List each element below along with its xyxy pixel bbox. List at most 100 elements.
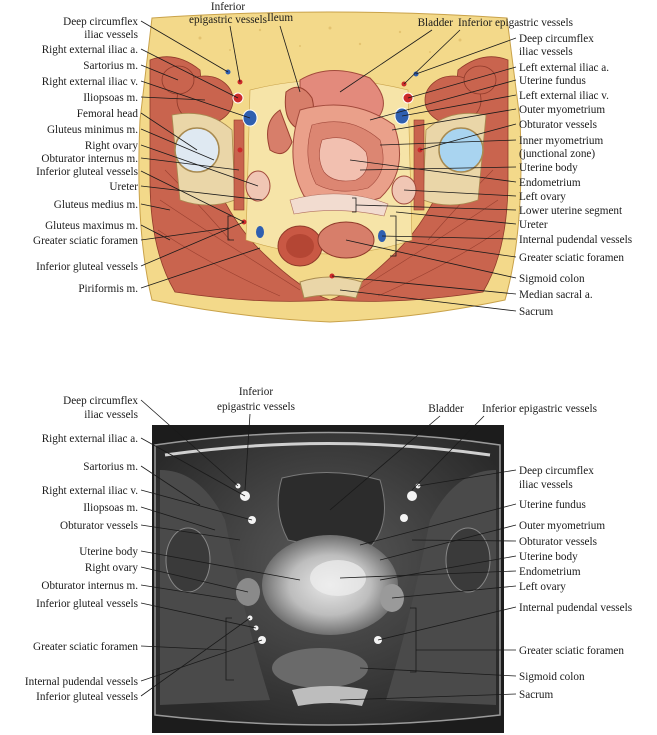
bottom-left-leader	[140, 645, 227, 651]
bottom-right-leader	[417, 469, 517, 487]
bottom-right-label: Left ovary	[519, 581, 566, 593]
top-left-leader	[140, 203, 171, 211]
right-obturator-internus	[233, 119, 245, 211]
top-leader-epigastric-right	[403, 29, 461, 85]
top-left-leader	[140, 224, 171, 241]
bottom-label-inferior-epigastric-right: Inferior epigastric vessels	[482, 403, 597, 415]
bottom-right-label: Outer myometrium	[519, 520, 605, 532]
top-left-leader	[140, 247, 261, 289]
bottom-right-leader	[359, 667, 517, 677]
top-label-inferior: Inferior	[211, 1, 245, 13]
top-left-label: Right ovary	[85, 140, 139, 152]
top-right-label: iliac vessels	[519, 46, 573, 58]
bottom-left-label: Deep circumflex	[63, 395, 138, 407]
bottom-leader-epigastric	[244, 413, 251, 491]
bottom-left-label: Obturator vessels	[60, 520, 138, 532]
mri-bladder	[277, 471, 385, 548]
lower-uterine-segment	[289, 193, 389, 217]
top-right-label: Lower uterine segment	[519, 205, 623, 217]
top-leader-bladder	[339, 29, 433, 93]
bottom-label-bladder: Bladder	[428, 403, 464, 415]
top-left-label: iliac vessels	[84, 29, 138, 41]
bottom-right-leader	[411, 539, 517, 542]
top-left-leader	[140, 227, 229, 241]
top-right-leader	[331, 275, 517, 295]
bottom-right-label: Deep circumflex	[519, 465, 594, 477]
bottom-right-label: Sigmoid colon	[519, 671, 585, 683]
top-right-leader	[349, 159, 517, 183]
left-femoral-head	[438, 127, 484, 173]
bottom-left-leader	[140, 566, 249, 593]
bottom-right-label: Obturator vessels	[519, 536, 597, 548]
bottom-left-leader	[140, 602, 257, 629]
top-right-leader	[407, 66, 517, 99]
top-left-label: Ureter	[109, 181, 138, 193]
top-label-ileum: Ileum	[267, 12, 293, 24]
bottom-right-label: Greater sciatic foramen	[519, 645, 624, 657]
bottom-left-leader	[140, 437, 246, 497]
bottom-left-label: Right ovary	[85, 562, 139, 574]
bottom-label-epigastric: epigastric vessels	[217, 401, 295, 413]
bottom-right-label: iliac vessels	[519, 479, 573, 491]
mri-sigmoid-colon	[272, 648, 368, 688]
top-right-leader	[391, 108, 517, 131]
bottom-left-label: Uterine body	[79, 546, 138, 558]
bottom-left-label: Inferior gluteal vessels	[36, 691, 138, 703]
bottom-left-leader	[140, 617, 251, 697]
top-right-leader	[415, 37, 517, 75]
bottom-right-label: Endometrium	[519, 566, 581, 578]
mri-left-femoral-head	[445, 527, 491, 593]
bottom-right-leader	[391, 585, 517, 599]
bottom-right-label: Uterine body	[519, 551, 578, 563]
top-right-label: Obturator vessels	[519, 119, 597, 131]
top-left-label: Inferior gluteal vessels	[36, 261, 138, 273]
top-right-label: Internal pudendal vessels	[519, 234, 632, 246]
top-left-label: Piriformis m.	[78, 283, 138, 295]
right-internal-pudendal-vessel	[256, 226, 264, 238]
top-left-leader	[140, 20, 229, 73]
top-right-label: Greater sciatic foramen	[519, 252, 624, 264]
top-leader-ileum	[279, 25, 301, 93]
top-right-leader	[369, 79, 517, 121]
left-obturator-internus	[413, 119, 425, 211]
sacrum	[299, 276, 363, 299]
top-left-leader	[140, 96, 206, 101]
bottom-left-leader	[140, 524, 241, 541]
top-left-leader	[140, 112, 198, 151]
pelvis-illustration	[138, 11, 522, 323]
bottom-left-leader	[140, 550, 301, 581]
bottom-right-leader	[339, 693, 517, 701]
left-sartorius	[463, 65, 497, 95]
top-right-label: Left external iliac v.	[519, 90, 609, 102]
bottom-left-label: Iliopsoas m.	[83, 502, 138, 514]
top-right-label: Deep circumflex	[519, 33, 594, 45]
top-right-label: (junctional zone)	[519, 148, 595, 160]
top-left-leader	[140, 128, 215, 161]
top-right-label: Uterine fundus	[519, 75, 586, 87]
bottom-left-leader	[140, 584, 237, 601]
top-right-label: Left ovary	[519, 191, 566, 203]
top-right-leader	[401, 94, 517, 117]
bottom-leader-epigastric-right	[411, 415, 485, 491]
top-label-inferior-epigastric-right: Inferior epigastric vessels	[458, 17, 573, 29]
top-left-label: Inferior gluteal vessels	[36, 166, 138, 178]
bottom-left-label: Obturator internus m.	[41, 580, 138, 592]
bottom-left-label: iliac vessels	[84, 409, 138, 421]
right-obturator-vessel	[237, 147, 243, 153]
mri-right-sciatic-bracket	[225, 617, 234, 681]
mri-image	[152, 425, 504, 733]
bottom-label-inferior: Inferior	[239, 386, 273, 398]
bottom-left-label: Right external iliac v.	[42, 485, 138, 497]
bottom-right-leader	[377, 606, 517, 641]
bottom-left-label: Inferior gluteal vessels	[36, 598, 138, 610]
bottom-right-leader	[359, 503, 517, 546]
top-left-leader	[140, 64, 179, 81]
top-left-label: Deep circumflex	[63, 16, 138, 28]
bottom-right-leader	[379, 555, 517, 581]
top-right-label: Endometrium	[519, 177, 581, 189]
bottom-left-leader	[140, 465, 201, 506]
top-right-leader	[419, 123, 517, 151]
top-label-bladder: Bladder	[418, 17, 454, 29]
